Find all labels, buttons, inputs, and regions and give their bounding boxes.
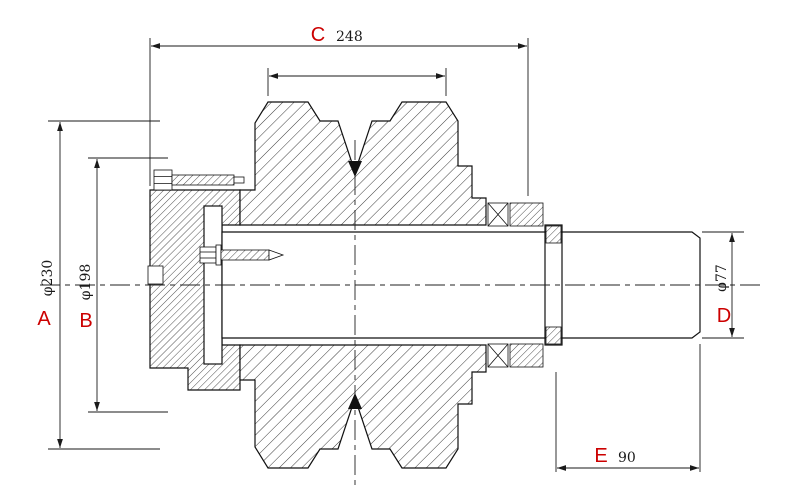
dim-c-letter: C xyxy=(311,24,325,46)
dimension-E: E 90 xyxy=(555,344,701,472)
dim-c-value: 248 xyxy=(336,29,363,45)
dim-e-letter: E xyxy=(594,445,607,467)
dimensions: C 248 φ230 A φ198 B xyxy=(37,24,744,472)
roller-body-upper xyxy=(239,101,487,226)
section-arrow-top xyxy=(348,161,362,177)
housing-face-notch xyxy=(147,265,164,285)
bearing-block-upper xyxy=(509,202,544,227)
dim-e-value: 90 xyxy=(618,450,636,466)
dimension-inner-width xyxy=(267,68,447,96)
dim-b-value: φ198 xyxy=(78,264,94,301)
dim-a-letter: A xyxy=(37,308,51,330)
bearing-block-lower xyxy=(509,343,544,368)
bolt-upper xyxy=(153,169,245,191)
bearing-lower xyxy=(487,343,544,368)
dim-d-value: φ77 xyxy=(714,264,730,292)
bearing-upper xyxy=(487,202,544,227)
dimension-D: φ77 D xyxy=(702,231,744,339)
section-arrow-bottom xyxy=(348,393,362,409)
bolt-lower xyxy=(199,244,285,266)
dimension-B: φ198 B xyxy=(78,157,168,413)
dimension-C: C 248 xyxy=(149,24,529,196)
dim-a-value: φ230 xyxy=(40,260,56,297)
dimension-A: φ230 A xyxy=(37,120,160,450)
dim-b-letter: B xyxy=(79,310,92,332)
roller-assembly xyxy=(40,101,762,486)
roller-body-lower xyxy=(239,344,487,469)
dim-d-letter: D xyxy=(717,305,731,327)
